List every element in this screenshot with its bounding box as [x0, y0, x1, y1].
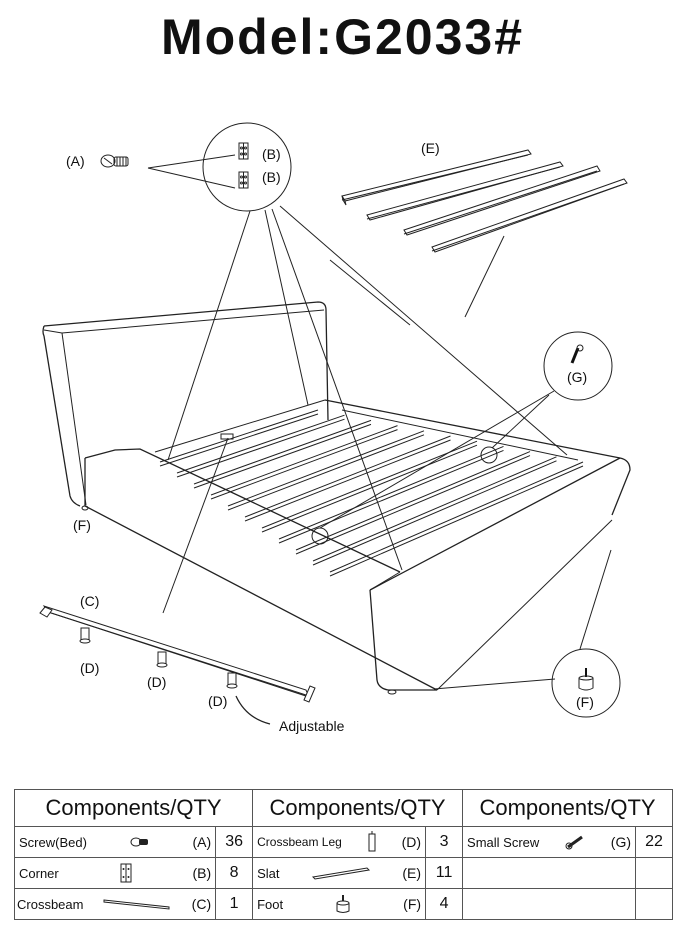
corner-bracket-icon [238, 142, 249, 160]
bed-frame [81, 399, 631, 695]
component-qty: 36 [215, 826, 254, 858]
component-name: Crossbeam Leg [257, 835, 342, 849]
table-header-row: Components/QTY Components/QTY Components… [13, 789, 673, 827]
crossbeam-drawing [39, 605, 316, 703]
bed-slat-line [176, 414, 345, 474]
bed-slat-line [278, 445, 504, 540]
component-cell: Crossbeam Leg (D) [252, 826, 427, 858]
crossbeam-leg-icon [342, 831, 402, 853]
table-row: Screw(Bed) (A) 36 Crossbeam Leg (D) 3 Smal… [13, 826, 673, 858]
label-b1: (B) [262, 146, 281, 162]
slats-icon [341, 149, 628, 253]
component-code: (D) [401, 834, 422, 850]
bed-slat-line [159, 409, 319, 463]
component-code: (A) [192, 834, 212, 850]
component-qty: 3 [425, 826, 464, 858]
component-qty [635, 888, 673, 920]
component-qty: 22 [635, 826, 673, 858]
small-screw-callout-circle [543, 331, 613, 401]
bed-slat-line [329, 465, 584, 577]
model-title: Model:G2033# [160, 9, 524, 65]
corner-callout-circle [202, 122, 292, 212]
foot-icon [578, 668, 594, 691]
bed-slat-line [227, 434, 425, 511]
label-f-circle: (F) [576, 694, 594, 710]
label-e: (E) [421, 140, 440, 156]
label-d1: (D) [80, 660, 99, 676]
label-d2: (D) [147, 674, 166, 690]
column-header: Components/QTY [13, 789, 254, 827]
component-cell: Screw(Bed) (A) [13, 826, 217, 858]
bed-slat-line [329, 461, 584, 573]
bed-slat-line [244, 439, 451, 522]
component-name: Screw(Bed) [19, 834, 87, 850]
component-name: Foot [257, 896, 284, 912]
bed-slat-line [210, 425, 398, 496]
bed-slat-line [210, 429, 398, 500]
component-qty: 1 [215, 888, 254, 920]
foot-icon [283, 894, 403, 914]
bed-slat-line [295, 455, 531, 555]
bed-slat-line [176, 418, 345, 478]
table-row: Crossbeam (C) 1 Foot (F) 4 [13, 888, 673, 920]
column-header: Components/QTY [462, 789, 673, 827]
foot-callout-circle [551, 648, 621, 718]
component-code: (B) [192, 865, 212, 881]
bed-slat-line [261, 440, 478, 529]
component-cell [462, 888, 636, 920]
table-row: Corner (B) 8 Slat (E) 11 [13, 857, 673, 889]
corner-bracket-icon [238, 171, 249, 189]
label-d3: (D) [208, 693, 227, 709]
bed-slat-line [159, 413, 319, 467]
component-qty: 8 [215, 857, 254, 889]
bed-slat-line [244, 435, 451, 518]
component-code: (G) [610, 834, 631, 850]
component-name: Crossbeam [17, 896, 84, 912]
screw-a-icon [100, 154, 129, 168]
component-code: (C) [191, 896, 212, 912]
component-cell: Corner (B) [13, 857, 217, 889]
label-f-left: (F) [73, 517, 91, 533]
bed-slat-line [312, 456, 557, 562]
label-c: (C) [80, 593, 99, 609]
corner-bracket-icon [59, 863, 193, 883]
bed-slat-line [261, 444, 478, 533]
bed-slat-line [312, 460, 557, 566]
screw-icon [87, 836, 193, 848]
bed-slat-line [278, 449, 504, 544]
component-name: Corner [19, 865, 59, 881]
label-a: (A) [66, 153, 85, 169]
crossbeam-icon [83, 898, 191, 910]
bed-slats [159, 409, 584, 577]
bed-headboard [42, 301, 329, 507]
assembly-diagram: (A) (B) (B) (E) [39, 122, 631, 734]
bed-slat-line [227, 430, 425, 507]
component-cell: Foot (F) [252, 888, 427, 920]
component-qty [635, 857, 673, 889]
component-code: (F) [403, 896, 422, 912]
bed-slat-line [295, 451, 531, 551]
component-cell: Crossbeam (C) [13, 888, 217, 920]
component-cell: Small Screw (G) [462, 826, 636, 858]
column-header: Components/QTY [252, 789, 464, 827]
slat-icon [280, 866, 403, 880]
label-g: (G) [567, 369, 587, 385]
bed-slat-line [193, 419, 372, 485]
components-table: Components/QTY Components/QTY Components… [13, 789, 673, 920]
component-cell: Slat (E) [252, 857, 427, 889]
component-cell [462, 857, 636, 889]
component-qty: 4 [425, 888, 464, 920]
component-name: Slat [257, 865, 280, 881]
bed-slat-line [193, 423, 372, 489]
component-qty: 11 [425, 857, 464, 889]
small-screw-icon [570, 344, 584, 364]
component-name: Small Screw [467, 834, 540, 850]
small-screw-icon [539, 834, 610, 850]
label-adjustable: Adjustable [279, 718, 345, 734]
label-b2: (B) [262, 169, 281, 185]
component-code: (E) [402, 865, 422, 881]
